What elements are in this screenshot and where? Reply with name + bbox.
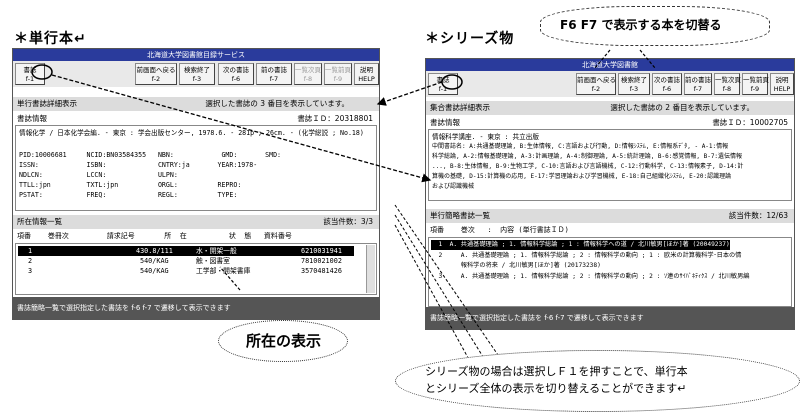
bib-line: 情報化学 / 日本化学会編. - 東京 : 学会出版センター, 1978.6. … [19, 129, 364, 137]
arrow [376, 81, 443, 106]
list-count: 該当件数：12/63 [728, 211, 788, 220]
list-item: 報科学の将来 / 北川敏男[ほか]著 (20173238) [431, 262, 601, 269]
prev-bib-button[interactable]: 前の書誌 f-7 [684, 73, 712, 95]
holdings-no[interactable]: 2 [28, 257, 33, 265]
prev-bib-button[interactable]: 前の書誌 f-7 [256, 63, 292, 85]
status-bar: 書誌簡略一覧で選択指定した書誌を f-6 f-7 で遷移して表示できます [426, 307, 794, 329]
bib-line: NDLCN: LCCN: ULPN: [19, 171, 178, 179]
bib-line: ISSN: ISBN: CNTRY:ja YEAR:1978- [19, 161, 258, 169]
detail-header-bar: 集合書誌詳細表示 選択した書誌の 2 番目を表示しています。 [426, 101, 794, 115]
detail-header: 集合書誌詳細表示 [430, 103, 490, 112]
series-callout [395, 350, 800, 412]
series-callout-line1: シリーズ物の場合は選択しＦ１を押すことで、単行本 [425, 365, 688, 378]
arrow [394, 204, 499, 356]
series-window: 北海道大学図書館 書誌 f-1 前画面へ戻る f-2 検索終了 f-3 次の書誌… [425, 58, 795, 330]
f6f7-callout-text: F6 F7 で表示する本を切替る [560, 18, 722, 32]
highlight-circle-left [31, 64, 53, 80]
bib-line: TTLL:jpn TXTL:jpn ORGL: REPRO: [19, 181, 242, 189]
bib-line: 中間書誌名: A:共通基礎理論, B:生体情報, C:言語および行動, D:情報… [432, 143, 729, 150]
holdings-columns: 項番 巻冊次 請求記号 所 在 状 態 資料番号 [17, 232, 292, 240]
series-callout-line2: とシリーズ全体の表示を切り替えることができます↵ [425, 382, 687, 395]
end-search-button[interactable]: 検索終了 f-3 [179, 63, 215, 85]
next-bib-button[interactable]: 次の書誌 f-6 [652, 73, 682, 95]
list-prev-button[interactable]: 一覧前頁 f-9 [742, 73, 769, 95]
holdings-no: 1 [28, 246, 33, 256]
bib-info-label: 書誌情報 [17, 114, 47, 123]
bib-info-pane: 情報科学講座. - 東京 : 共立出版 中間書誌名: A:共通基礎理論, B:生… [428, 129, 792, 201]
list-item[interactable]: 2 A. 共通基礎理論 ; 1. 情報科学総論 ; 2 : 情報科学の動向 ; … [431, 252, 742, 259]
bib-line: PSTAT: FREQ: REGL: TYPE: [19, 191, 238, 199]
arrow [594, 49, 611, 69]
list-item[interactable]: 3 A. 共通基礎理論 ; 1. 情報科学総論 ; 2 : 情報科学の動向 ; … [431, 273, 750, 280]
bib-line: 科学総論, A-2:情報基礎理論, A-3:計画理論, A-4:制御理論, A-… [432, 153, 743, 160]
list-item-selected[interactable]: 1 A. 共通基礎理論 ; 1. 情報科学総論 ; 1 : 情報科学への道 / … [431, 240, 730, 250]
arrow [219, 266, 241, 291]
position-message: 選択した書誌の 3 番目を表示しています。 [205, 99, 349, 108]
holdings-callno: 430.8/111 [136, 246, 173, 256]
caption-single-volume: ＊単行本↵ [14, 31, 87, 47]
detail-header-bar: 単行書誌詳細表示 選択した書誌の 3 番目を表示しています。 [13, 97, 379, 111]
holdings-id: 7810021002 [301, 257, 342, 265]
bib-line: PID:10006681 NCID:BN03584355 NBN: GMD: S… [19, 151, 282, 159]
list-next-button[interactable]: 一覧次頁 f-8 [714, 73, 741, 95]
holdings-callno: 540/KAG [140, 267, 169, 275]
location-callout-text: 所在の表示 [246, 332, 322, 350]
list-header: 単行簡略書誌一覧 [430, 211, 490, 220]
scrollbar[interactable] [366, 245, 375, 293]
bib-id: 書誌ＩＤ：10002705 [712, 118, 788, 127]
position-message: 選択した書誌の 2 番目を表示しています。 [610, 103, 754, 112]
bib-id: 書誌ＩＤ：20318801 [297, 114, 373, 123]
bib-line: ..., B-8:生体情報, B-9:生物工学, C-10:言語および言語機械,… [432, 163, 744, 170]
holdings-location: 触・図書室 [196, 257, 230, 265]
single-volume-window: 北海道大学図書館目録サービス 書誌 f-1 前画面へ戻る f-2 検索終了 f-… [12, 48, 380, 320]
arrow [394, 214, 486, 361]
bib-button[interactable]: 書誌 f-1 [15, 63, 45, 85]
holdings-header-bar: 所在情報一覧 該当件数：3/3 [13, 215, 379, 229]
status-bar: 書誌簡略一覧で選択指定した書誌を f-6 f-7 で遷移して表示できます [13, 297, 379, 319]
next-bib-button[interactable]: 次の書誌 f-6 [218, 63, 254, 85]
bib-line: および認識機械 [432, 183, 475, 190]
holdings-id: 3570481426 [301, 267, 342, 275]
location-callout [218, 320, 348, 362]
holdings-location: 水・開架一般 [196, 246, 237, 256]
list-prev-button[interactable]: 一覧前頁 f-9 [324, 63, 352, 85]
arrow [639, 49, 656, 69]
list-next-button[interactable]: 一覧次頁 f-8 [294, 63, 322, 85]
list-columns: 項番 巻次 : 内容 (単行書誌ＩＤ) [430, 226, 569, 234]
bib-info-pane: 情報化学 / 日本化学会編. - 東京 : 学会出版センター, 1978.6. … [15, 125, 377, 211]
help-button[interactable]: 説明 HELP [770, 73, 794, 95]
detail-header: 単行書誌詳細表示 [17, 99, 77, 108]
holdings-id: 6210031941 [301, 246, 342, 256]
back-button[interactable]: 前画面へ戻る f-2 [576, 73, 616, 95]
window-title: 北海道大学図書館目録サービス [13, 49, 379, 61]
window-title: 北海道大学図書館 [426, 59, 794, 71]
bib-line: 情報科学講座. - 東京 : 共立出版 [432, 133, 539, 141]
holdings-no[interactable]: 3 [28, 267, 33, 275]
holdings-count: 該当件数：3/3 [323, 217, 373, 226]
caption-series: ＊シリーズ物 [425, 31, 515, 47]
toolbar: 書誌 f-1 前画面へ戻る f-2 検索終了 f-3 次の書誌 f-6 前の書誌… [13, 61, 379, 87]
bib-line: 算機の基礎, D-15:計算機の応用, E-17:学習理論および学習機械, E-… [432, 173, 732, 180]
holdings-callno: 540/KAG [140, 257, 169, 265]
toolbar: 書誌 f-1 前画面へ戻る f-2 検索終了 f-3 次の書誌 f-6 前の書誌… [426, 71, 794, 97]
list-header-bar: 単行簡略書誌一覧 該当件数：12/63 [426, 209, 794, 223]
holdings-header: 所在情報一覧 [17, 217, 62, 226]
end-search-button[interactable]: 検索終了 f-3 [618, 73, 650, 95]
volume-list: 1 A. 共通基礎理論 ; 1. 情報科学総論 ; 1 : 情報科学への道 / … [428, 237, 792, 307]
help-button[interactable]: 説明 HELP [354, 63, 379, 85]
highlight-circle-right [441, 74, 463, 90]
f6f7-callout [540, 6, 770, 46]
arrow [394, 224, 473, 366]
holdings-row-selected[interactable] [18, 246, 354, 256]
bib-info-label: 書誌情報 [430, 118, 460, 127]
arrow [51, 74, 432, 183]
back-button[interactable]: 前画面へ戻る f-2 [135, 63, 177, 85]
